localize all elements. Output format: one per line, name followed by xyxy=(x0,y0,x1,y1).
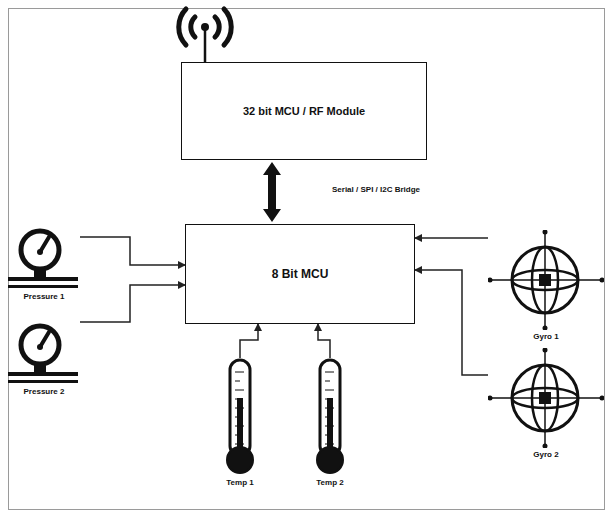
box-title: 32 bit MCU / RF Module xyxy=(235,101,373,121)
temperature-sensor-icon xyxy=(220,358,260,476)
signal-wire xyxy=(415,270,488,375)
temperature-sensor: Temp 1 xyxy=(220,358,260,492)
pressure-sensor: Pressure 2 xyxy=(8,321,80,401)
sensor-label: Gyro 2 xyxy=(533,450,558,459)
pressure-sensor: Pressure 1 xyxy=(8,226,80,312)
sensor-label: Temp 1 xyxy=(226,478,253,487)
rf-module-box: 32 bit MCU / RF Module xyxy=(181,62,427,160)
gyro-sensor-icon xyxy=(488,230,604,330)
signal-wire xyxy=(318,324,330,358)
mcu-box: 8 Bit MCU xyxy=(185,224,415,324)
gyro-sensor-icon xyxy=(488,348,604,448)
bridge-arrow xyxy=(263,162,281,222)
temperature-sensor: Temp 2 xyxy=(310,358,350,492)
sensor-label: Temp 2 xyxy=(316,478,343,487)
sensor-label: Pressure 1 xyxy=(24,292,65,301)
signal-wire xyxy=(80,285,185,322)
gyro-sensor: Gyro 2 xyxy=(488,348,604,464)
pressure-sensor-icon xyxy=(8,321,80,385)
edge-label: Serial / SPI / I2C Bridge xyxy=(330,185,422,194)
signal-wire xyxy=(240,324,258,358)
sensor-label: Pressure 2 xyxy=(24,387,65,396)
temperature-sensor-icon xyxy=(310,358,350,476)
sensor-label: Gyro 1 xyxy=(533,332,558,341)
signal-wire xyxy=(80,237,185,265)
pressure-sensor-icon xyxy=(8,226,80,290)
antenna-symbol xyxy=(179,9,231,62)
box-title: 8 Bit MCU xyxy=(264,263,337,285)
gyro-sensor: Gyro 1 xyxy=(488,230,604,346)
frame xyxy=(9,9,605,510)
signal-wire xyxy=(415,237,488,239)
